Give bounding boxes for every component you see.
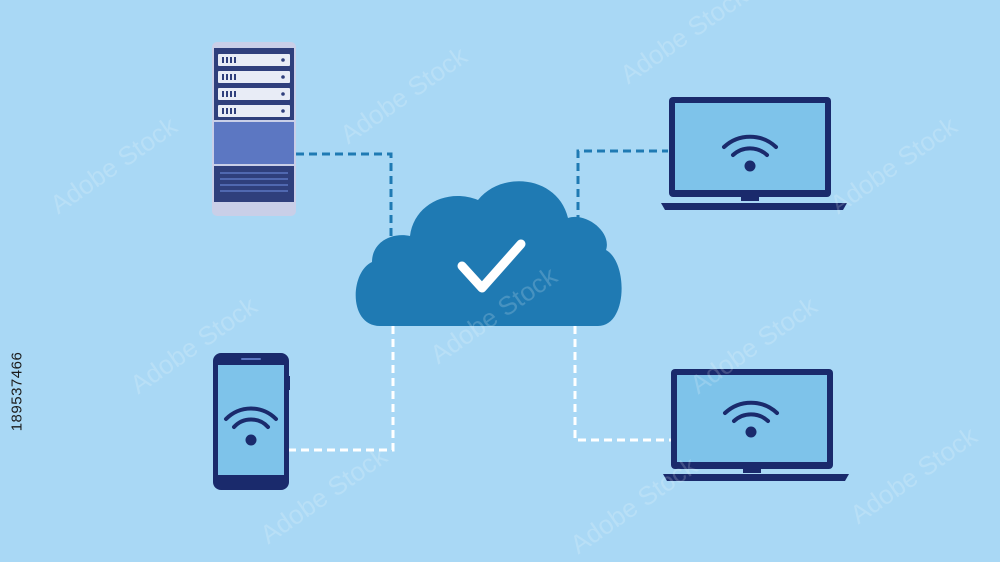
wifi-icon <box>722 134 778 172</box>
connection-server-cloud <box>296 152 393 240</box>
server-rack-icon <box>212 42 296 216</box>
laptop-top-icon <box>661 97 847 210</box>
wifi-icon <box>723 400 779 438</box>
stock-id-label: 189537466 <box>8 351 26 432</box>
connection-cloud-laptop-top <box>576 149 668 236</box>
smartphone-icon <box>213 353 290 490</box>
connection-cloud-smartphone <box>288 326 395 452</box>
cloud-icon <box>355 181 622 326</box>
wifi-icon <box>224 406 278 446</box>
connection-lines <box>288 149 672 452</box>
checkmark-icon <box>457 239 526 293</box>
laptop-bottom-icon <box>663 369 849 481</box>
